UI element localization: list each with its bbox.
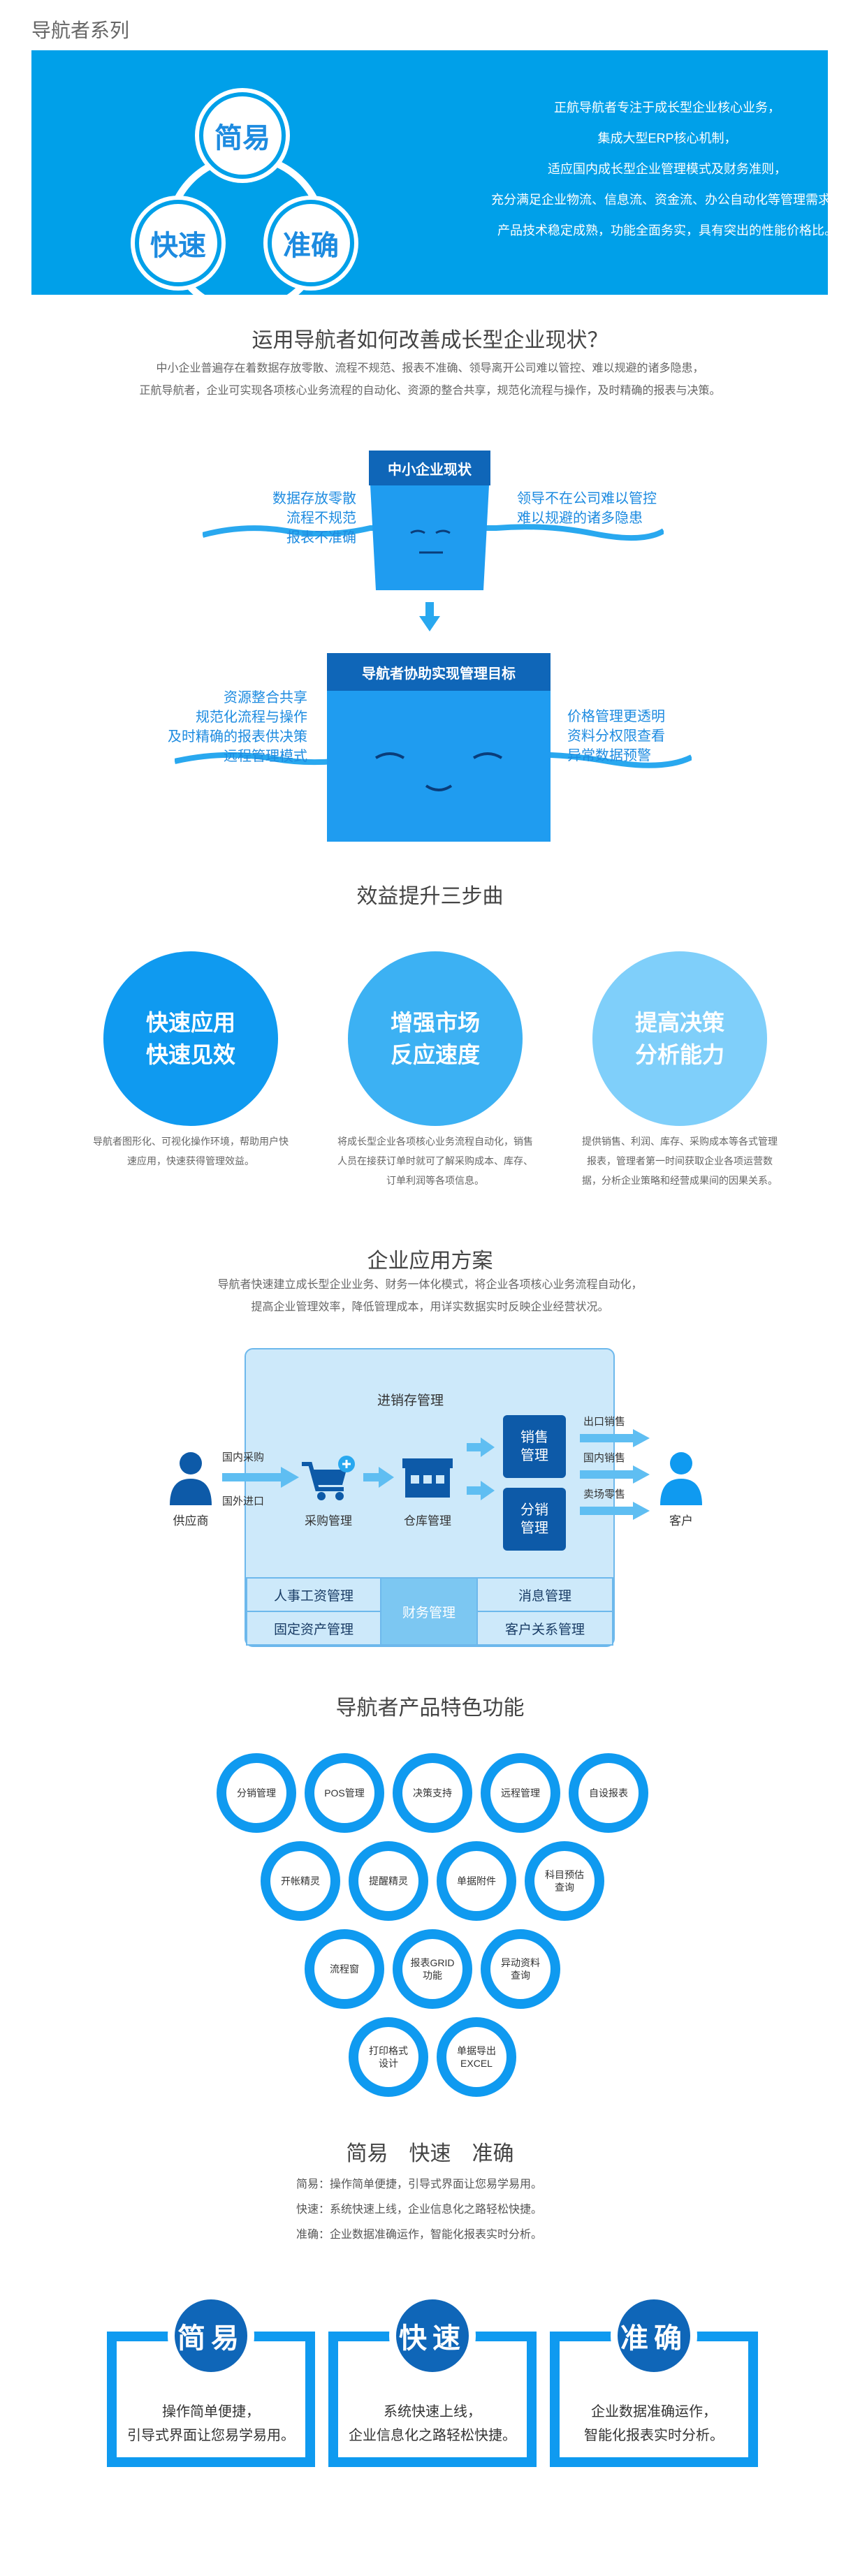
feature-attachment: 单据附件 [437, 1841, 516, 1921]
goal-left-list: 资源整合共享 规范化流程与操作 及时精确的报表供决策 远程管理模式 [168, 690, 307, 764]
sales-mgmt-box: 销售 管理 [503, 1415, 566, 1478]
warehouse-mgmt-label: 仓库管理 [404, 1514, 451, 1528]
feature-print-format: 打印格式 设计 [349, 2017, 428, 2097]
card-fast-badge: 快速 [389, 2292, 476, 2379]
goal-label: 导航者协助实现管理目标 [327, 653, 551, 691]
retail-arrow-icon [580, 1502, 650, 1520]
summary-title: 简易 快速 准确 [346, 2142, 514, 2165]
benefit-circle-1: 快速应用 快速见效 [103, 951, 278, 1126]
card-fast-text: 系统快速上线， 企业信息化之路轻松快捷。 [349, 2404, 516, 2443]
message-cell: 消息管理 [478, 1579, 612, 1611]
page-title: 导航者系列 [31, 20, 130, 41]
assets-cell: 固定资产管理 [247, 1612, 380, 1644]
supplier-label: 供应商 [173, 1514, 209, 1528]
warehouse-icon [402, 1458, 453, 1498]
hero-circle-accurate: 准确 [268, 200, 354, 286]
finance-cell: 财务管理 [381, 1579, 476, 1644]
arrow-icon [467, 1437, 495, 1457]
supplier-person-icon [170, 1452, 212, 1505]
card-simple-text: 操作简单便捷， 引导式界面让您易学易用。 [127, 2404, 295, 2443]
purchase-mgmt-label: 采购管理 [305, 1514, 352, 1528]
retail-label: 卖场零售 [583, 1488, 626, 1500]
hero-line: 充分满足企业物流、信息流、资金流、办公自动化等管理需求， [491, 193, 843, 207]
inventory-label: 进销存管理 [377, 1393, 444, 1408]
hero-line: 正航导航者专注于成长型企业核心业务， [554, 101, 780, 115]
summary-lines: 简易：操作简单便捷，引导式界面让您易学易用。 快速：系统快速上线，企业信息化之路… [296, 2179, 543, 2241]
hero-circle-simple: 简易 [199, 92, 286, 179]
purchase-arrow-icon [222, 1467, 299, 1488]
status-right-list: 领导不在公司难以管控 难以规避的诸多隐患 [517, 491, 657, 526]
feature-remote: 远程管理 [481, 1753, 560, 1833]
down-arrow-icon [419, 602, 440, 631]
hero-banner: 简易 快速 准确 正航导航者专注于成长型企业核心业务， 集成大型ERP核心机制，… [31, 50, 843, 314]
crm-cell: 客户关系管理 [478, 1612, 612, 1644]
feature-reminder: 提醒精灵 [349, 1841, 428, 1921]
benefit-title: 效益提升三步曲 [356, 885, 504, 908]
arrow-icon [363, 1467, 394, 1488]
wave-line-1 [203, 524, 664, 541]
domestic-arrow-icon [580, 1465, 650, 1484]
feature-export-excel: 单据导出 EXCEL [437, 2017, 516, 2097]
benefit-desc-3: 提供销售、利润、库存、采购成本等各式管理 报表，管理者第一时间获取企业各项运营数… [582, 1136, 778, 1186]
hero-line: 产品技术稳定成熟，功能全面务实，具有突出的性能价格比。 [497, 224, 837, 237]
hero-line: 集成大型ERP核心机制， [597, 131, 737, 145]
feature-distribution: 分销管理 [217, 1753, 296, 1833]
feature-report-grid: 报表GRID 功能 [393, 1929, 472, 2009]
hero-circle-fast: 快速 [135, 200, 221, 286]
card-accurate-badge: 准确 [611, 2292, 697, 2379]
arrow-icon [467, 1481, 495, 1500]
hr-cell: 人事工资管理 [247, 1579, 380, 1611]
export-sales-label: 出口销售 [583, 1416, 626, 1428]
improve-description: 中小企业普遍存在着数据存放零散、流程不规范、报表不准确、领导离开公司难以管控、难… [139, 363, 721, 397]
status-block-shape [370, 485, 489, 590]
foreign-purchase-label: 国外进口 [222, 1495, 265, 1507]
benefit-desc-2: 将成长型企业各项核心业务流程自动化，销售 人员在接获订单时就可了解采购成本、库存… [337, 1136, 533, 1186]
feature-custom-report: 自设报表 [569, 1753, 648, 1833]
status-left-list: 数据存放零散 流程不规范 报表不准确 [272, 491, 356, 546]
benefit-circle-3: 提高决策 分析能力 [592, 951, 767, 1126]
hero-description: 正航导航者专注于成长型企业核心业务， 集成大型ERP核心机制， 适应国内成长型企… [472, 92, 860, 246]
customer-label: 客户 [669, 1514, 693, 1528]
feature-decision: 决策支持 [393, 1753, 472, 1833]
cart-icon [302, 1456, 355, 1500]
goal-right-list: 价格管理更透明 资料分权限查看 异常数据预警 [567, 709, 665, 763]
export-arrow-icon [580, 1429, 650, 1447]
card-simple-badge: 简易 [168, 2292, 254, 2379]
goal-face [374, 752, 503, 791]
feature-pos: POS管理 [305, 1753, 384, 1833]
feature-flow-window: 流程窗 [305, 1929, 384, 2009]
feature-change-query: 异动资料 查询 [481, 1929, 560, 2009]
feature-open-wizard: 开帐精灵 [261, 1841, 340, 1921]
solution-title: 企业应用方案 [367, 1250, 493, 1273]
hero-line: 适应国内成长型企业管理模式及财务准则， [548, 162, 787, 176]
domestic-purchase-label: 国内采购 [222, 1451, 265, 1463]
distribution-mgmt-box: 分销 管理 [503, 1488, 566, 1551]
feature-account-estimate: 科目预估 查询 [525, 1841, 604, 1921]
benefit-desc-1: 导航者图形化、可视化操作环境，帮助用户快 速应用，快速获得管理效益。 [93, 1136, 289, 1166]
features-title: 导航者产品特色功能 [335, 1697, 525, 1720]
solution-description: 导航者快速建立成长型企业业务、财务一体化模式，将企业各项核心业务流程自动化， 提… [217, 1279, 643, 1313]
improve-title: 运用导航者如何改善成长型企业现状？ [252, 329, 608, 352]
benefit-circle-2: 增强市场 反应速度 [348, 951, 523, 1126]
customer-person-icon [660, 1452, 702, 1505]
card-accurate-text: 企业数据准确运作， 智能化报表实时分析。 [584, 2404, 724, 2443]
domestic-sales-label: 国内销售 [583, 1452, 626, 1464]
status-label: 中小企业现状 [369, 451, 490, 485]
